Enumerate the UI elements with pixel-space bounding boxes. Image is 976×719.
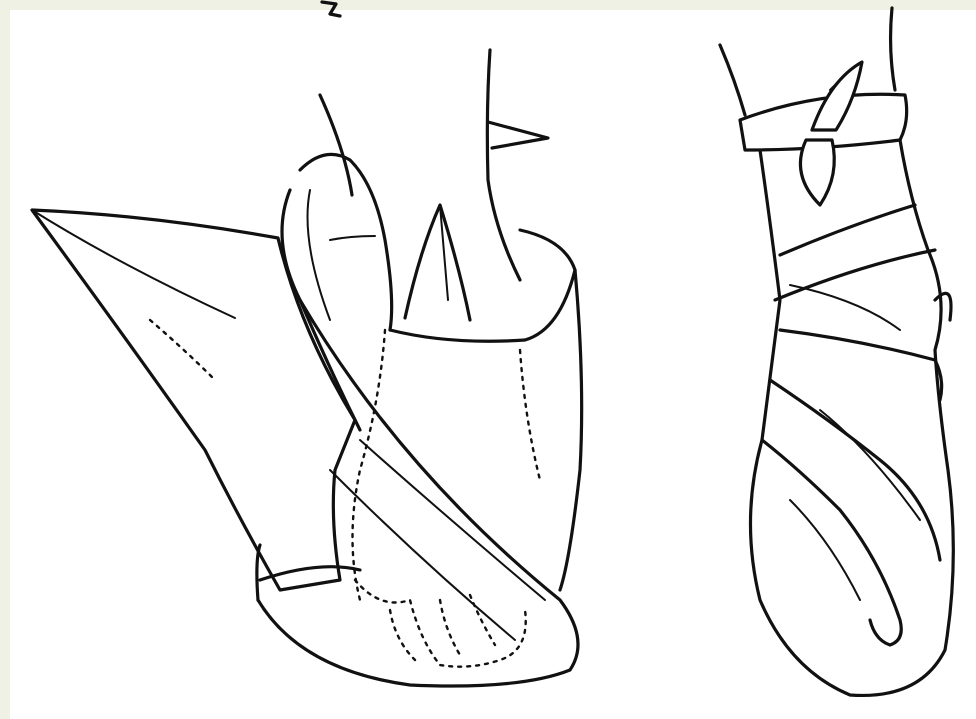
foot-bandage-wrapping-step xyxy=(32,50,582,686)
top-mark xyxy=(322,2,340,16)
foot-bandage-tied-finished xyxy=(720,8,953,695)
